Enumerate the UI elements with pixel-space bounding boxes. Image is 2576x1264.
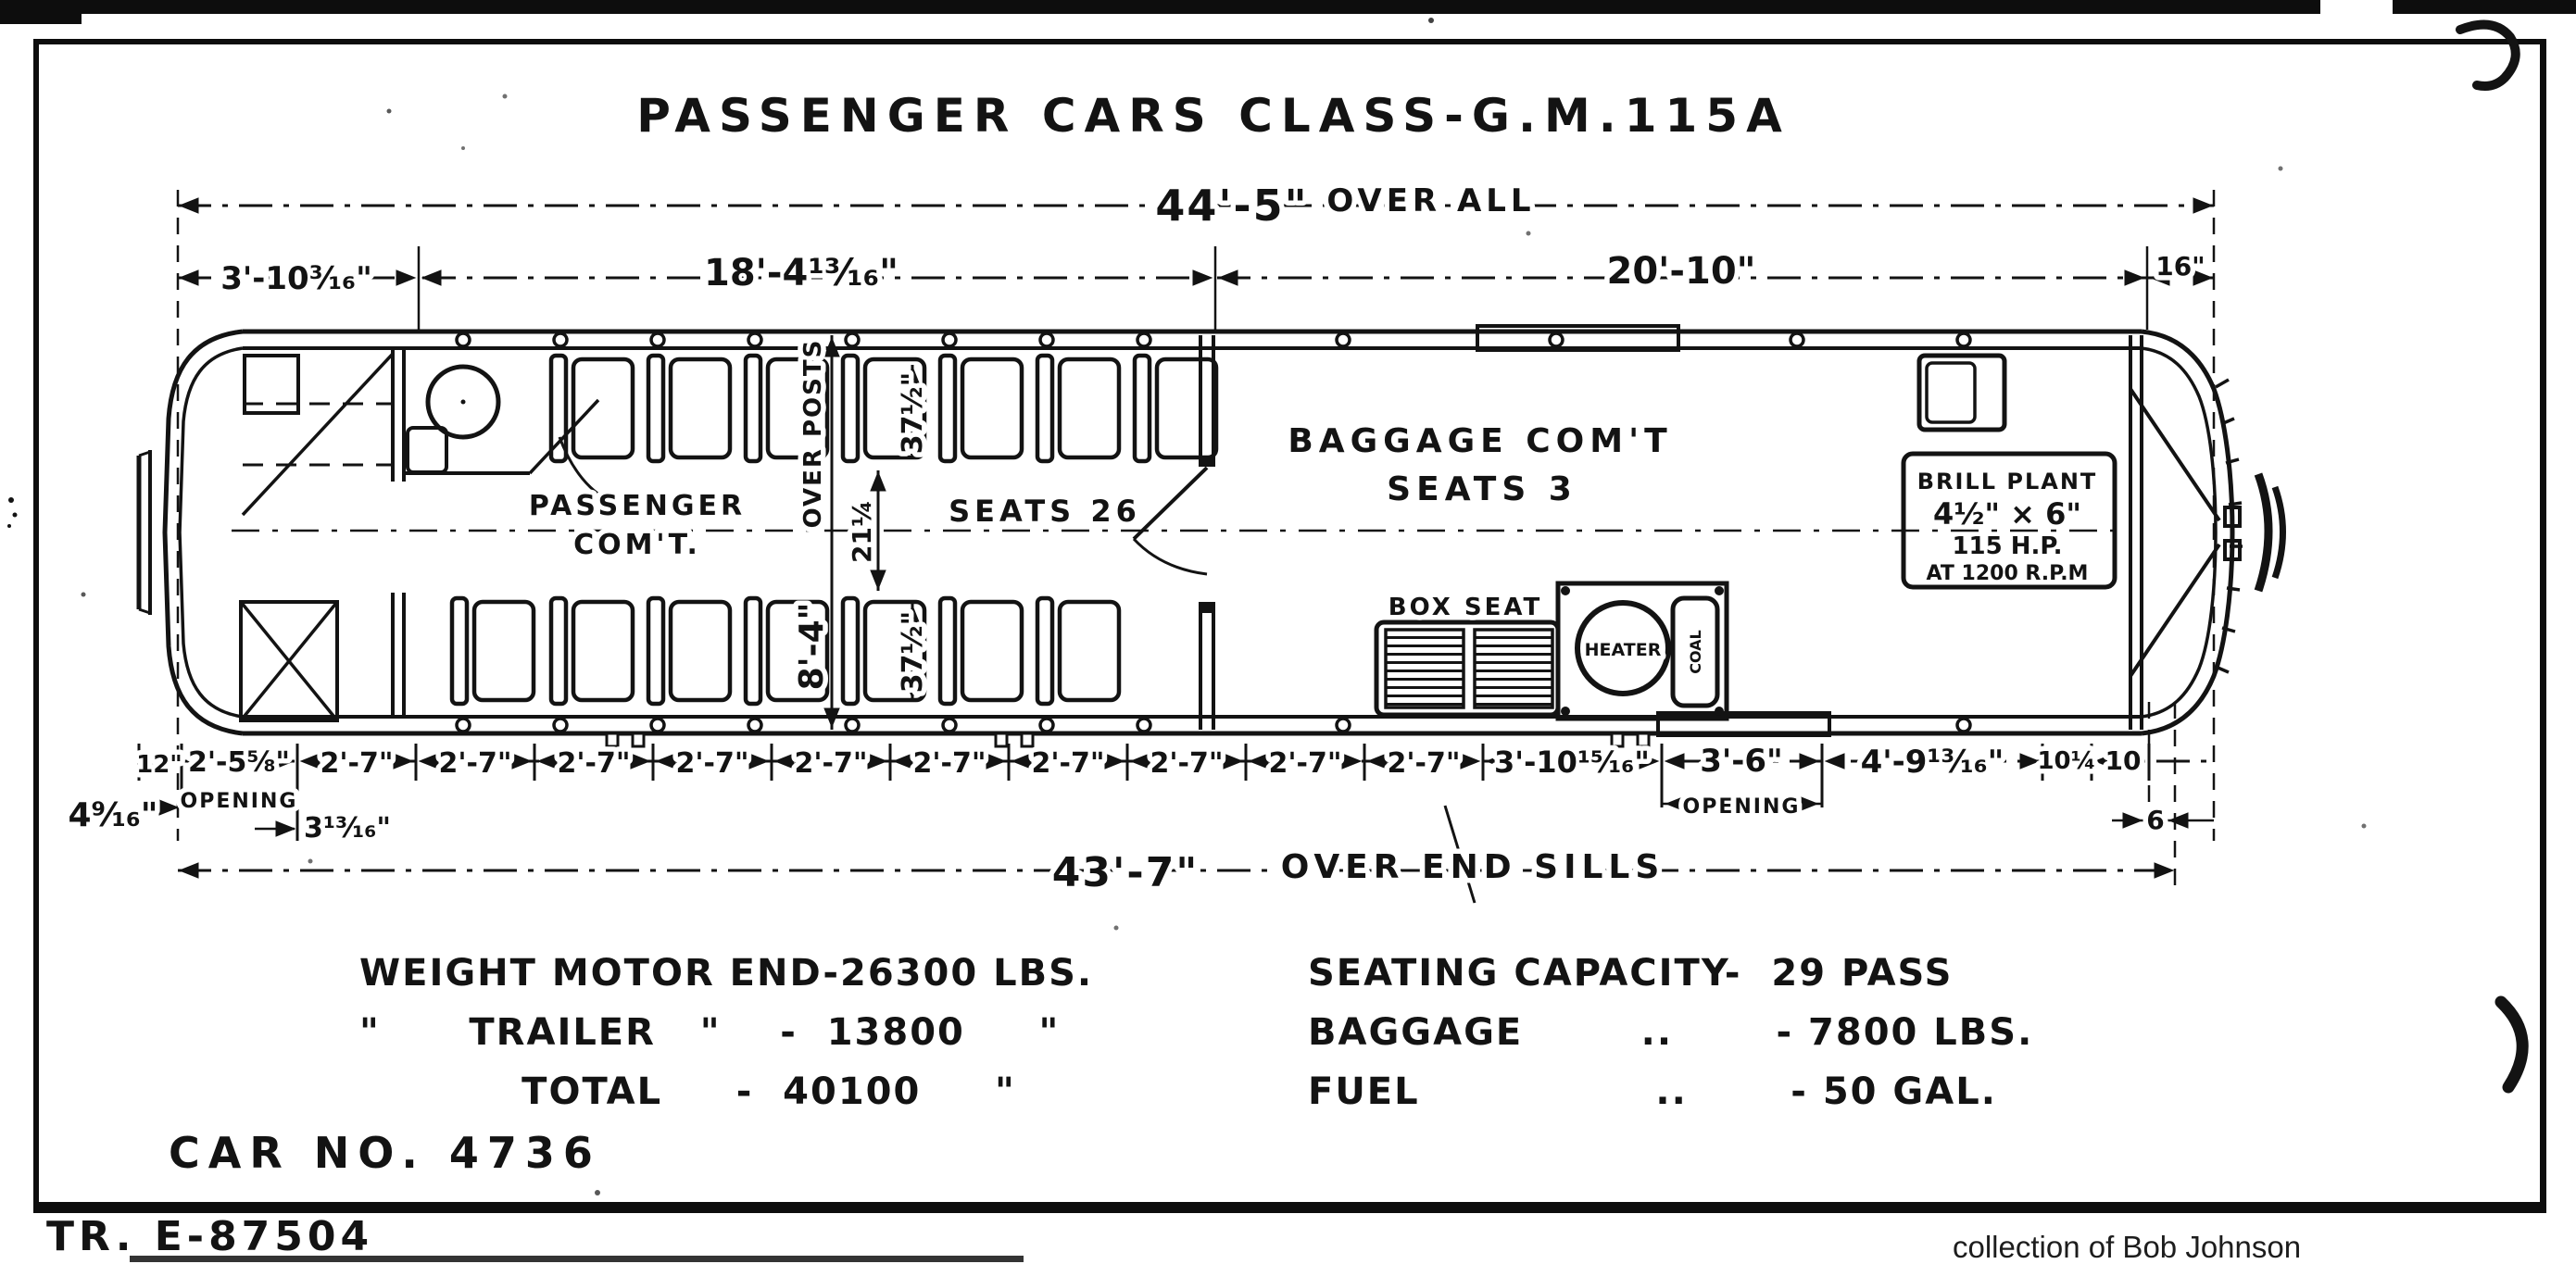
dim-bottom-12: 12" <box>136 751 182 779</box>
coal-label: COAL <box>1687 630 1704 674</box>
scan-corner-blotch <box>0 0 82 24</box>
sink-icon <box>406 426 448 474</box>
border-left <box>33 39 39 1208</box>
over-posts-label: OVER POSTS <box>799 339 827 529</box>
dim-bottom-6: 6 <box>2146 805 2164 835</box>
dim-top-seg1: 3'-10³⁄₁₆" <box>220 260 372 297</box>
spec-fuel-capacity: FUEL .. - 50 GAL. <box>1308 1070 1997 1113</box>
baggage-sliding-door-top <box>1476 324 1680 352</box>
engine-line2: 4½" × 6" <box>1933 496 2081 532</box>
toilet-icon <box>425 364 501 440</box>
baggage-comt-line1: BAGGAGE COM'T <box>1288 422 1672 460</box>
dimension-labels: 44'-5" OVER ALL 3'-10³⁄₁₆" 18'-4¹³⁄₁₆" 2… <box>63 176 2210 902</box>
car-body-shell <box>136 329 2286 736</box>
engine-spec-box <box>1901 451 2117 590</box>
interior-labels: PASSENGER COM'T. SEATS 26 OVER POSTS 8'-… <box>523 333 2098 698</box>
baggage-sliding-door-bottom <box>1656 711 1831 737</box>
dim-bottom-baggage: 3'-10¹⁵⁄₁₆" <box>1494 745 1650 780</box>
scan-top-bar <box>0 0 2576 14</box>
scan-top-bar-gap <box>2320 0 2393 14</box>
border-top <box>33 39 2545 44</box>
drawing-title: PASSENGER CARS CLASS-G.M.115A <box>636 89 1791 143</box>
door-leaf <box>1132 466 1209 541</box>
window-posts <box>455 332 1972 748</box>
dim-bottom-end-offset: 4⁹⁄₁₆" <box>68 796 157 834</box>
box-seat-label: BOX SEAT <box>1389 594 1542 621</box>
heater-unit <box>1555 581 1729 721</box>
spec-seating-capacity: SEATING CAPACITY- 29 PASS <box>1308 952 1954 995</box>
passenger-comt-line2: COM'T. <box>573 529 701 561</box>
scan-marks <box>7 18 2529 1195</box>
car-number: CAR NO. 4736 <box>169 1128 601 1178</box>
dim-post-2: 2'-7" <box>438 747 511 780</box>
dim-bottom-opening1-word: OPENING <box>181 790 298 813</box>
dim-post-8: 2'-7" <box>1150 747 1223 780</box>
engine-line4: AT 1200 R.P.M <box>1927 562 2089 585</box>
spec-weight-motor: WEIGHT MOTOR END-26300 LBS. <box>359 952 1094 995</box>
vestibule-detail <box>239 348 406 722</box>
dim-bottom-10q: 10¼ <box>2037 747 2095 775</box>
dim-oversills-value: 43'-7" <box>1052 849 1200 896</box>
dim-post-1: 2'-7" <box>320 747 393 780</box>
door-swing-arc <box>1132 537 1208 576</box>
baggage-fittings <box>1374 324 2117 737</box>
dim-post-5: 2'-7" <box>794 747 867 780</box>
border-bottom <box>33 1202 2546 1213</box>
spec-baggage-capacity: BAGGAGE .. - 7800 LBS. <box>1308 1011 2034 1054</box>
spec-weight-trailer: " TRAILER " - 13800 " <box>359 1011 1061 1054</box>
dim-bottom-opening2: 3'-6" <box>1700 743 1783 780</box>
dim-overall-value: 44'-5" <box>1155 181 1308 231</box>
collection-credit: collection of Bob Johnson <box>1953 1230 2302 1264</box>
heater-label: HEATER <box>1585 640 1662 660</box>
passenger-comt-line1: PASSENGER <box>529 490 746 522</box>
dim-top-seg3: 20'-10" <box>1606 250 1755 293</box>
engine-line1: BRILL PLANT <box>1917 469 2098 494</box>
dim-bottom-opening1: 2'-5⅝" <box>188 746 290 779</box>
dim-post-10: 2'-7" <box>1387 747 1460 780</box>
dimension-lines <box>137 190 2216 904</box>
dim-bottom-step: 3¹³⁄₁₆" <box>304 812 391 845</box>
seats-26-label: SEATS 26 <box>949 494 1141 529</box>
dim-top-seg4: 16" <box>2155 251 2205 282</box>
dim-post-3: 2'-7" <box>557 747 630 780</box>
scan-bottom-smear <box>130 1256 1024 1262</box>
aisle-width: 21¼ <box>847 500 877 563</box>
seat-width-top: 37½" <box>897 372 929 454</box>
nose-hatch-marks <box>2215 378 2243 674</box>
dim-top-seg2: 18'-4¹³⁄₁₆" <box>704 252 898 294</box>
baggage-partition <box>1132 335 1215 730</box>
dim-post-6: 2'-7" <box>912 747 986 780</box>
toilet-room <box>404 364 601 497</box>
engine-line3: 115 H.P. <box>1952 532 2062 560</box>
dim-overall-word: OVER ALL <box>1326 182 1535 219</box>
over-posts-dim: 8'-4" <box>793 603 831 691</box>
spec-weight-total: TOTAL - 40100 " <box>359 1070 1016 1113</box>
dim-post-4: 2'-7" <box>675 747 748 780</box>
border-right <box>2540 39 2546 1208</box>
dim-post-9: 2'-7" <box>1268 747 1341 780</box>
seat-width-bottom: 37½" <box>897 611 929 693</box>
dim-post-7: 2'-7" <box>1031 747 1104 780</box>
dim-oversills-word: OVER END SILLS <box>1281 848 1665 886</box>
dim-bottom-10: 10 <box>2105 745 2142 776</box>
dim-bottom-opening2-word: OPENING <box>1683 795 1801 819</box>
drawing-number: TR. E-87504 <box>46 1213 374 1260</box>
baggage-comt-line2: SEATS 3 <box>1387 470 1577 508</box>
dim-bottom-engine: 4'-9¹³⁄₁₆" <box>1861 744 2004 781</box>
baggage-end-seat <box>1916 353 2007 432</box>
